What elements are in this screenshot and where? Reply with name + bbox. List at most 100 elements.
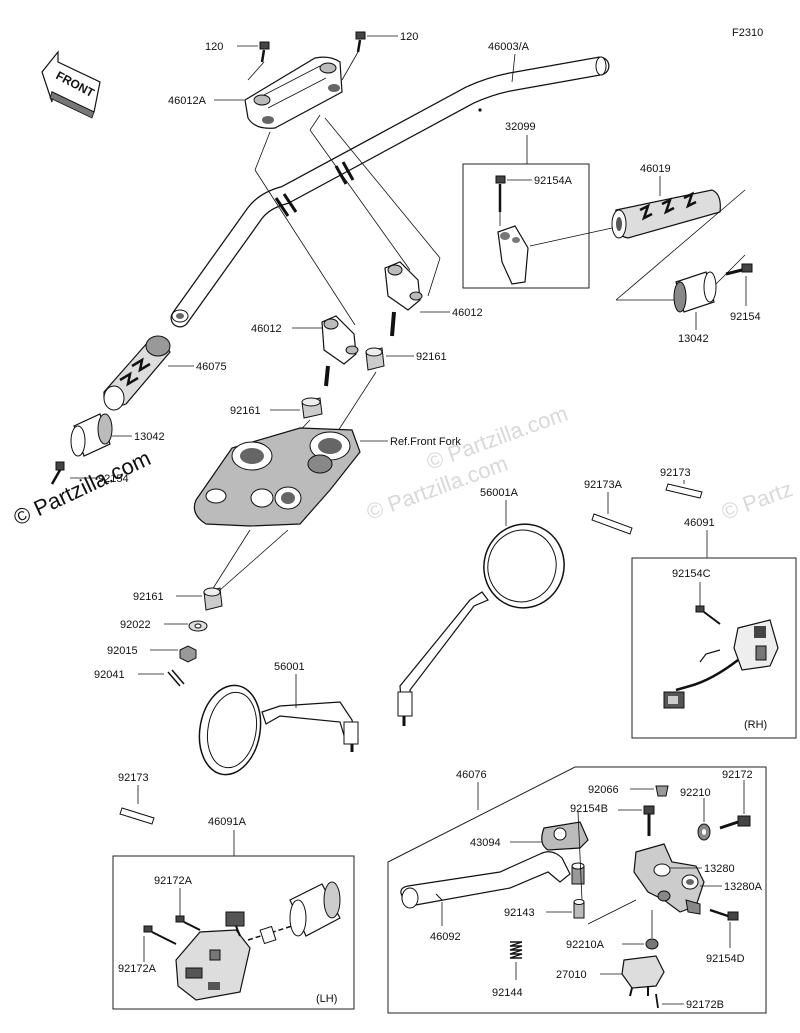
label-46076: 46076 [456, 769, 487, 781]
box-46091-rh [631, 557, 797, 739]
label-92172A-b: 92172A [118, 963, 157, 975]
label-56001A: 56001A [480, 487, 519, 499]
bolt-92154A-icon [495, 175, 506, 212]
label-92172B: 92172B [686, 999, 724, 1011]
lever-holder-13280 [633, 843, 705, 915]
label-92154B: 92154B [570, 803, 608, 815]
label-ref-front-fork: Ref.Front Fork [390, 436, 461, 448]
label-lh: (LH) [316, 993, 337, 1005]
label-46012A: 46012A [168, 95, 207, 107]
front-arrow-icon: FRONT [41, 50, 101, 119]
label-92172A-a: 92172A [154, 875, 193, 887]
nut-92015-icon [179, 645, 197, 663]
clutch-lever [400, 851, 571, 909]
label-92022: 92022 [120, 619, 151, 631]
bushing-92161-a [365, 347, 385, 371]
label-92210: 92210 [680, 787, 711, 799]
bushing-92161-b [301, 397, 323, 419]
label-46019: 46019 [640, 163, 671, 175]
label-92066: 92066 [588, 784, 619, 796]
box-46091A-lh [112, 855, 355, 1010]
label-92154-left: 92154 [98, 473, 129, 485]
label-43094: 43094 [470, 837, 501, 849]
watermark-faint-3: © Partz [718, 476, 796, 525]
grip-end-holder [497, 225, 529, 285]
right-handlebar-switch [663, 619, 779, 709]
handlebar-riser-left [321, 315, 359, 387]
lever-adjuster-43094 [541, 821, 589, 885]
label-46003A: 46003/A [488, 41, 530, 53]
label-92210A: 92210A [566, 939, 605, 951]
washer-92022-icon [188, 620, 208, 632]
handlebar [170, 56, 610, 328]
label-92173A: 92173A [584, 479, 623, 491]
label-56001: 56001 [274, 661, 305, 673]
label-92173-right: 92173 [660, 467, 691, 479]
handlebar-riser-right [384, 261, 423, 337]
label-92154D: 92154D [706, 953, 745, 965]
left-grip [103, 335, 171, 411]
label-92173-left: 92173 [118, 772, 149, 784]
label-120-right: 120 [400, 31, 418, 43]
label-120-left: 120 [205, 41, 223, 53]
clamp-band-92173A-icon [591, 513, 633, 535]
handlebar-upper-clamp [244, 56, 343, 129]
label-92172: 92172 [722, 769, 753, 781]
bolt-92172-icon [719, 815, 751, 830]
box-46076 [387, 766, 767, 1014]
bolt-120-right-icon [355, 31, 366, 53]
label-rh: (RH) [744, 719, 767, 731]
label-92154A: 92154A [534, 175, 573, 187]
label-27010: 27010 [556, 969, 587, 981]
label-92041: 92041 [94, 669, 125, 681]
clamp-band-92173-left-icon [119, 807, 155, 825]
cotter-pin-92041-icon [167, 669, 185, 687]
bushing-92161-c [203, 587, 223, 611]
left-bar-end-weight [70, 413, 113, 457]
label-92161-b: 92161 [230, 405, 261, 417]
screw-92154C-icon [695, 605, 721, 625]
screw-92172A-b-icon [143, 925, 177, 945]
label-92161-a: 92161 [416, 351, 447, 363]
bolt-92154B-icon [643, 805, 655, 836]
label-46012-left: 46012 [251, 323, 282, 335]
left-bar-end-cap [289, 881, 341, 937]
label-92015: 92015 [107, 645, 138, 657]
clutch-switch-27010 [621, 955, 665, 997]
label-46075: 46075 [196, 361, 227, 373]
left-handlebar-switch [175, 911, 293, 1001]
bolt-120-left-icon [259, 41, 270, 63]
label-46091: 46091 [684, 517, 715, 529]
label-92154-right: 92154 [730, 311, 761, 323]
clamp-band-92173-right-icon [665, 483, 703, 499]
label-92161-c: 92161 [133, 591, 164, 603]
watermark: © Partzilla.com [10, 445, 155, 530]
label-92143: 92143 [504, 907, 535, 919]
label-46092: 46092 [430, 931, 461, 943]
washer-92210-icon [697, 823, 711, 841]
box-32099 [462, 163, 590, 289]
label-92154C: 92154C [672, 568, 711, 580]
label-13280: 13280 [704, 863, 735, 875]
right-bar-end-weight [673, 271, 717, 313]
figure-code: F2310 [732, 27, 763, 39]
label-46091A: 46091A [208, 816, 247, 828]
steering-stem-triple-clamp [193, 427, 361, 527]
cap-92066-icon [655, 785, 669, 797]
label-92144: 92144 [492, 987, 523, 999]
label-13042-left: 13042 [134, 431, 165, 443]
screw-92154D-icon [709, 908, 739, 921]
right-grip [611, 189, 721, 239]
bolt-92154-right-icon [725, 263, 753, 276]
screw-92172A-a-icon [175, 915, 201, 931]
screw-92172B-icon [655, 993, 659, 1009]
mirror-left [198, 684, 359, 776]
spring-92144-icon [509, 941, 523, 959]
label-13280A: 13280A [724, 881, 763, 893]
mirror-right [397, 523, 565, 726]
washer-92210A-icon [645, 938, 659, 950]
label-32099: 32099 [505, 121, 536, 133]
label-13042-right: 13042 [678, 333, 709, 345]
bolt-92154-left-icon [50, 461, 65, 485]
